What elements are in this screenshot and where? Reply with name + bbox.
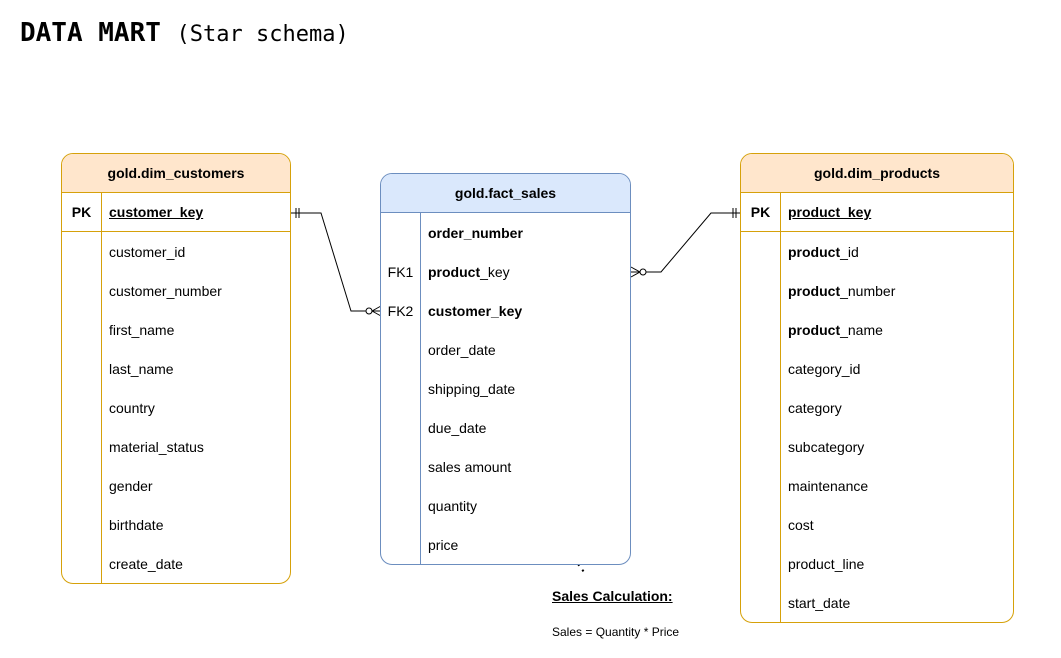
table-row: maintenance [741, 466, 1013, 505]
table-row: material_status [62, 427, 290, 466]
table-row: subcategory [741, 427, 1013, 466]
field-name: country [109, 399, 155, 416]
table-row: cost [741, 505, 1013, 544]
field-name: product_number [788, 282, 896, 299]
table-row: gender [62, 466, 290, 505]
table-row: create_date [62, 544, 290, 583]
field-name: customer_id [109, 243, 186, 260]
table-row: start_date [741, 583, 1013, 622]
table-dim-products-header: gold.dim_products [741, 154, 1013, 193]
zero-optional-marker [365, 307, 373, 315]
table-row: shipping_date [381, 369, 630, 408]
field-name: customer_number [109, 282, 222, 299]
foreign-key-label: FK2 [387, 302, 414, 319]
table-row: FK2 customer_key [381, 291, 630, 330]
table-row: product_line [741, 544, 1013, 583]
table-row: last_name [62, 349, 290, 388]
field-name: product_key [788, 204, 872, 220]
field-name: category [788, 399, 842, 416]
field-name: product_id [788, 243, 859, 260]
products-to-sales-relationship [630, 208, 741, 278]
key-column-divider [741, 193, 781, 622]
field-name: birthdate [109, 516, 164, 533]
table-dim-products[interactable]: gold.dim_products PK product_key product_… [740, 153, 1014, 623]
field-name: product_line [788, 555, 865, 572]
table-row: order_number [381, 213, 630, 252]
primary-key-label: PK [750, 204, 771, 220]
key-column-divider [62, 193, 102, 583]
primary-key-label: PK [71, 204, 92, 220]
field-name: start_date [788, 594, 851, 611]
key-column-divider [381, 213, 421, 564]
table-fact-sales[interactable]: gold.fact_sales order_number FK1 product_… [380, 173, 631, 565]
sales-calculation-note-title: Sales Calculation: [552, 588, 673, 604]
zero-optional-marker [639, 268, 647, 276]
table-row: category [741, 388, 1013, 427]
field-name: order_number [428, 224, 523, 241]
table-fact-sales-header: gold.fact_sales [381, 174, 630, 213]
table-dim-customers[interactable]: gold.dim_customers PK customer_key custom… [61, 153, 291, 584]
table-row: PK product_key [741, 193, 1013, 232]
field-name: customer_key [428, 302, 523, 319]
field-name: first_name [109, 321, 175, 338]
table-row: category_id [741, 349, 1013, 388]
page-title-main: DATA MART [20, 18, 161, 48]
field-name: subcategory [788, 438, 865, 455]
field-name: cost [788, 516, 814, 533]
table-row: due_date [381, 408, 630, 447]
field-name: gender [109, 477, 153, 494]
page-title: DATA MART (Star schema) [20, 18, 349, 48]
field-name: due_date [428, 419, 487, 436]
table-row: FK1 product_key [381, 252, 630, 291]
field-name: price [428, 536, 459, 553]
table-row: product_number [741, 271, 1013, 310]
table-row: customer_number [62, 271, 290, 310]
table-row: country [62, 388, 290, 427]
crows-foot-marker [371, 305, 382, 312]
table-row: price [381, 525, 630, 564]
table-row: sales amount [381, 447, 630, 486]
field-name: customer_key [109, 204, 204, 220]
crows-foot-marker [630, 266, 641, 273]
field-name: category_id [788, 360, 861, 377]
field-name: sales amount [428, 458, 512, 475]
table-row: birthdate [62, 505, 290, 544]
field-name: quantity [428, 497, 478, 514]
table-row: quantity [381, 486, 630, 525]
table-row: customer_id [62, 232, 290, 271]
field-name: order_date [428, 341, 496, 358]
field-name: material_status [109, 438, 204, 455]
table-row: product_id [741, 232, 1013, 271]
table-row: first_name [62, 310, 290, 349]
table-dim-customers-header: gold.dim_customers [62, 154, 290, 193]
table-row: product_name [741, 310, 1013, 349]
table-row: PK customer_key [62, 193, 290, 232]
field-name: maintenance [788, 477, 869, 494]
field-name: product_name [788, 321, 883, 338]
customers-to-sales-relationship [291, 208, 382, 317]
page-title-subtitle: (Star schema) [176, 22, 349, 47]
field-name: product_key [428, 263, 510, 280]
field-name: shipping_date [428, 380, 516, 397]
sales-calculation-note-text: Sales = Quantity * Price [552, 625, 680, 639]
field-name: last_name [109, 360, 174, 377]
table-row: order_date [381, 330, 630, 369]
foreign-key-label: FK1 [387, 263, 414, 280]
field-name: create_date [109, 555, 183, 572]
